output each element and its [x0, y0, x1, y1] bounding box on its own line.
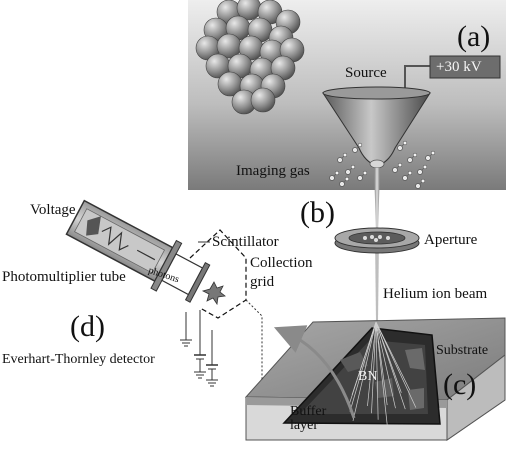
photomultiplier-tube-label: Photomultiplier tube [2, 269, 126, 285]
helium-ion-beam-label: Helium ion beam [383, 286, 488, 302]
voltage-box [429, 55, 501, 79]
everhart-thornley-detector-label: Everhart-Thornley detector [2, 352, 155, 367]
secondary-electron-arrow [273, 325, 356, 419]
imaging-gas-label: Imaging gas [236, 163, 310, 179]
collection-grid-label-2: grid [250, 274, 275, 290]
voltage-readout: +30 kV [436, 59, 482, 75]
scintillator-label: Scintillator [212, 234, 279, 250]
substrate-label: Substrate [436, 343, 489, 358]
ion-beam [374, 168, 380, 322]
atom-cluster-icon [195, 0, 305, 115]
panel-label-c: (c) [443, 368, 477, 401]
buffer-layer-label-1: Buffer [290, 404, 327, 419]
scattered-rays [349, 321, 417, 425]
collection-grid-label-1: Collection [250, 255, 313, 271]
panel-label-a: (a) [457, 20, 491, 53]
source-tip [322, 86, 431, 169]
source-label: Source [345, 65, 387, 81]
aperture-label: Aperture [424, 232, 478, 248]
buffer-layer-label-2: layer [290, 418, 318, 433]
detector-assembly [65, 199, 263, 387]
panel-label-d: (d) [70, 310, 105, 343]
bn-label: BN [358, 369, 378, 384]
aperture-disc [334, 227, 420, 254]
voltage-label: Voltage [30, 202, 76, 218]
gas-atoms [329, 140, 436, 189]
voltage-lead [404, 65, 430, 93]
panel-label-b: (b) [300, 196, 335, 229]
bn-flake [282, 327, 441, 425]
